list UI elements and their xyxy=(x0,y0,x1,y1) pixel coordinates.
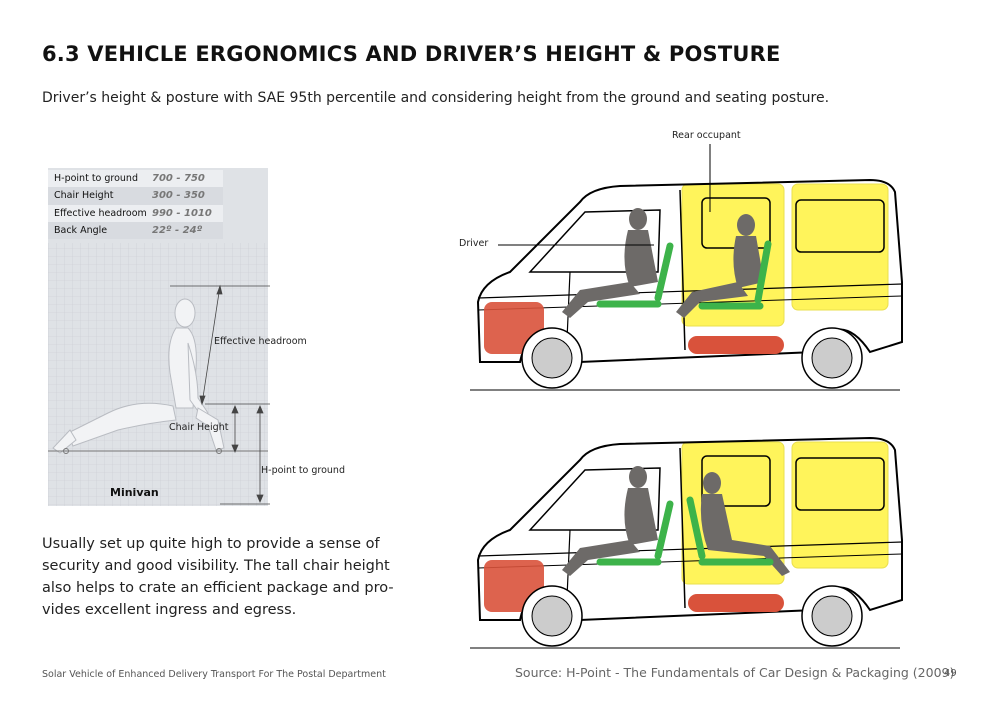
van-diagram-top xyxy=(470,178,903,391)
van-diagram-bottom xyxy=(470,436,903,649)
dimension-lines xyxy=(170,284,270,505)
rear-occupant-label: Rear occupant xyxy=(672,130,741,141)
rear-occupant-leader xyxy=(709,144,711,212)
spec-value: 700 - 750 xyxy=(152,173,205,185)
spec-label: Back Angle xyxy=(54,225,108,237)
vehicle-type-label: Minivan xyxy=(110,486,159,499)
page-subtitle: Driver’s height & posture with SAE 95th … xyxy=(42,90,830,106)
spec-label: Chair Height xyxy=(54,190,114,202)
spec-row: Chair Height 300 - 350 xyxy=(48,187,223,205)
spec-value: 990 - 1010 xyxy=(152,207,212,219)
spec-value: 22º - 24º xyxy=(152,225,203,237)
page-title: 6.3 VEHICLE ERGONOMICS AND DRIVER’S HEIG… xyxy=(42,42,781,66)
spec-label: Effective headroom xyxy=(54,207,147,219)
spec-label: H-point to ground xyxy=(54,173,138,185)
chair-height-label: Chair Height xyxy=(169,422,229,433)
driver-leader xyxy=(498,244,654,246)
ergonomics-spec-table: H-point to ground 700 - 750 Chair Height… xyxy=(48,170,223,240)
h-point-label: H-point to ground xyxy=(261,465,345,476)
footer-project-title: Solar Vehicle of Enhanced Delivery Trans… xyxy=(42,669,386,680)
seated-mannequin-illustration xyxy=(48,243,268,506)
spec-value: 300 - 350 xyxy=(152,190,205,202)
spec-row: H-point to ground 700 - 750 xyxy=(48,170,223,188)
spec-row: Effective headroom 990 - 1010 xyxy=(48,204,223,222)
source-citation: Source: H-Point - The Fundamentals of Ca… xyxy=(515,665,955,680)
driver-label: Driver xyxy=(459,238,489,249)
body-paragraph: Usually set up quite high to provide a s… xyxy=(42,536,394,618)
effective-headroom-label: Effective headroom xyxy=(214,336,307,347)
spec-row: Back Angle 22º - 24º xyxy=(48,221,223,240)
page-number: 49 xyxy=(944,668,957,679)
